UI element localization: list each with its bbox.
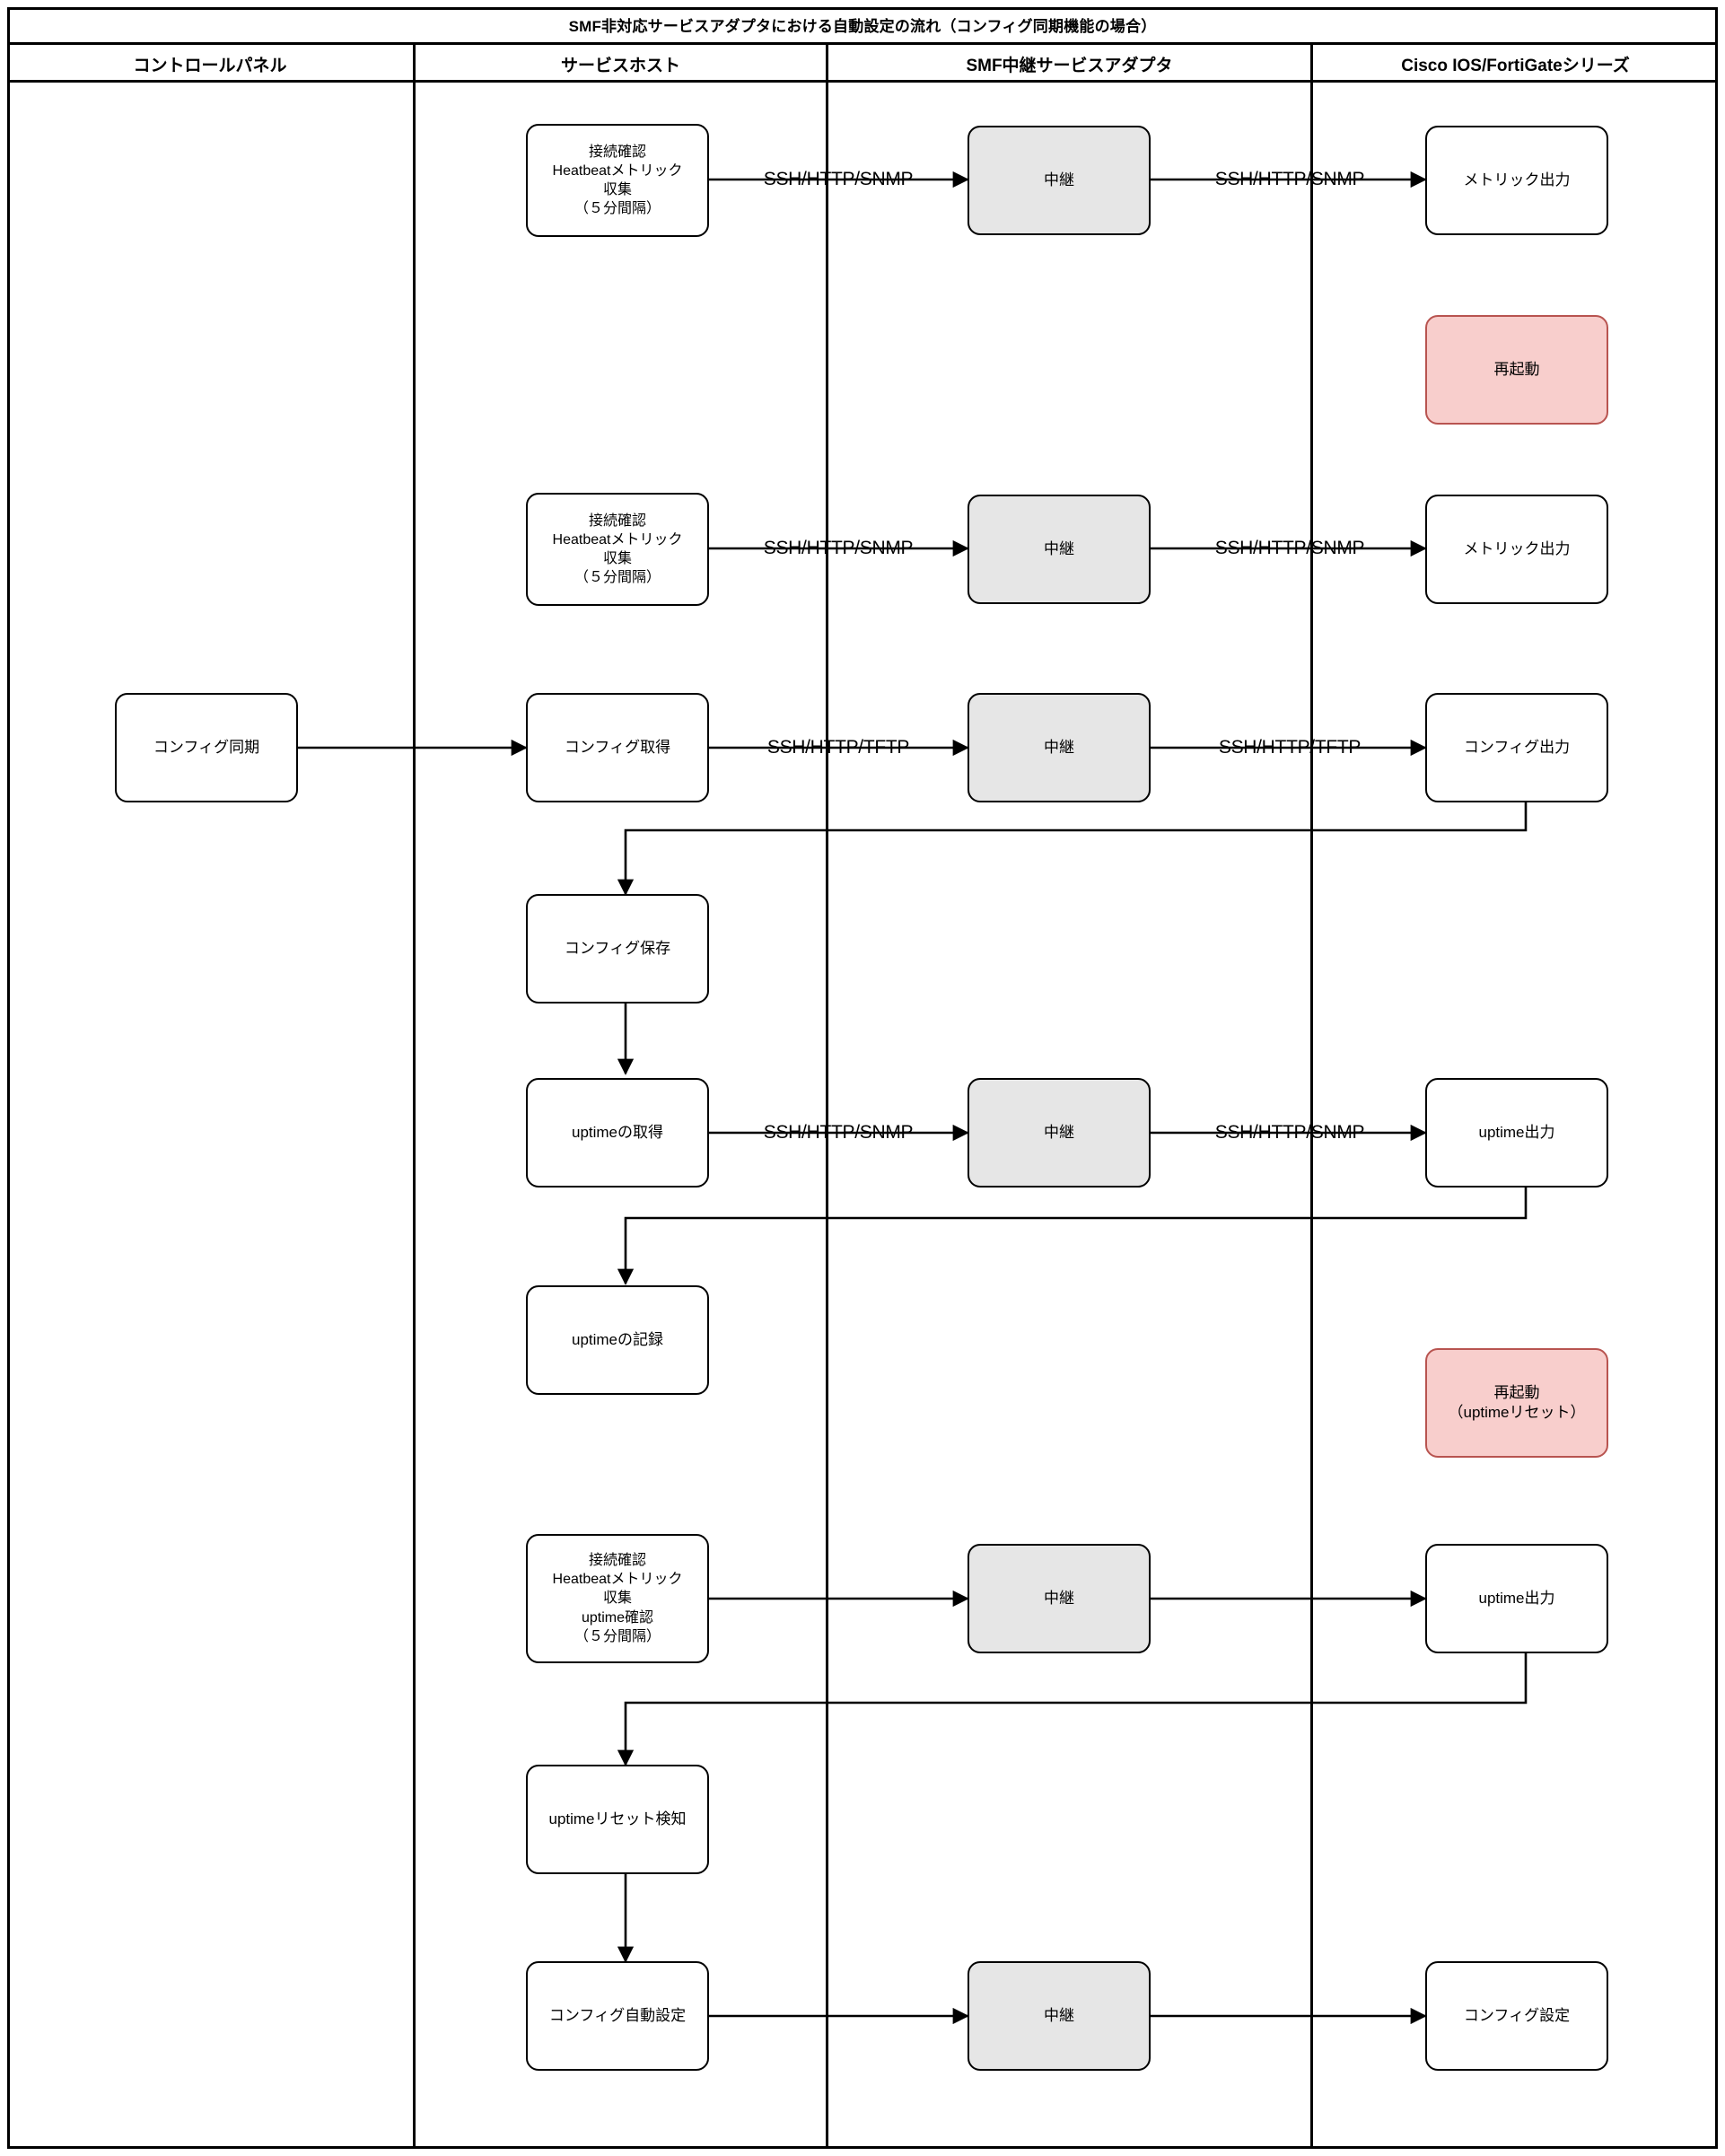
lane-header-service-host: サービスホスト bbox=[416, 45, 826, 83]
node-metric-output-2[interactable]: メトリック出力 bbox=[1425, 495, 1608, 604]
node-label: メトリック出力 bbox=[1463, 171, 1571, 188]
node-label: uptimeの記録 bbox=[571, 1330, 664, 1348]
node-label: 中継 bbox=[1044, 2006, 1074, 2024]
node-config-output[interactable]: コンフィグ出力 bbox=[1425, 693, 1608, 802]
node-label: uptime出力 bbox=[1478, 1123, 1555, 1141]
node-config-sync[interactable]: コンフィグ同期 bbox=[115, 693, 298, 802]
node-label: コンフィグ出力 bbox=[1463, 738, 1571, 756]
edge-label-hb2-relay: SSH/HTTP/SNMP bbox=[763, 538, 914, 558]
node-label: コンフィグ自動設定 bbox=[548, 2006, 687, 2024]
lane-header-cisco-fortigate: Cisco IOS/FortiGateシリーズ bbox=[1313, 45, 1718, 83]
node-label: コンフィグ取得 bbox=[564, 738, 671, 756]
lane-header-control-panel: コントロールパネル bbox=[7, 45, 413, 83]
node-label: 中継 bbox=[1044, 738, 1074, 756]
node-label: コンフィグ同期 bbox=[153, 738, 260, 756]
diagram-title-bar: SMF非対応サービスアダプタにおける自動設定の流れ（コンフィグ同期機能の場合） bbox=[7, 7, 1718, 45]
edge-label-uptime-relay: SSH/HTTP/SNMP bbox=[763, 1122, 914, 1143]
node-uptime-get[interactable]: uptimeの取得 bbox=[526, 1078, 709, 1188]
lane-divider-3 bbox=[1310, 45, 1313, 2149]
node-label: uptimeリセット検知 bbox=[548, 1810, 687, 1827]
lane-header-label: Cisco IOS/FortiGateシリーズ bbox=[1401, 56, 1630, 75]
node-label: 再起動 （uptimeリセット） bbox=[1448, 1383, 1586, 1421]
edge-label-relay4-out: SSH/HTTP/SNMP bbox=[1214, 1122, 1365, 1143]
lane-header-label: サービスホスト bbox=[560, 56, 680, 75]
node-relay-4[interactable]: 中継 bbox=[968, 1078, 1151, 1188]
node-label: 接続確認 Heatbeatメトリック 収集 uptime確認 （５分間隔） bbox=[552, 1553, 683, 1644]
node-relay-2[interactable]: 中継 bbox=[968, 495, 1151, 604]
node-uptime-output-1[interactable]: uptime出力 bbox=[1425, 1078, 1608, 1188]
node-config-autoset[interactable]: コンフィグ自動設定 bbox=[526, 1961, 709, 2071]
node-reboot-1[interactable]: 再起動 bbox=[1425, 315, 1608, 425]
node-label: 中継 bbox=[1044, 1123, 1074, 1141]
node-heartbeat-collect-2[interactable]: 接続確認 Heatbeatメトリック 収集 （５分間隔） bbox=[526, 493, 709, 606]
node-label: コンフィグ保存 bbox=[564, 939, 671, 957]
edge-label-relay1-metric: SSH/HTTP/SNMP bbox=[1214, 169, 1365, 189]
node-label: 中継 bbox=[1044, 171, 1074, 188]
node-relay-1[interactable]: 中継 bbox=[968, 126, 1151, 235]
node-label: 接続確認 Heatbeatメトリック 収集 （５分間隔） bbox=[552, 144, 683, 217]
lane-header-label: コントロールパネル bbox=[133, 56, 287, 75]
edge-label-fetch-relay: SSH/HTTP/TFTP bbox=[766, 737, 910, 758]
node-heartbeat-collect-3[interactable]: 接続確認 Heatbeatメトリック 収集 uptime確認 （５分間隔） bbox=[526, 1534, 709, 1663]
node-label: 中継 bbox=[1044, 1589, 1074, 1607]
node-relay-6[interactable]: 中継 bbox=[968, 1961, 1151, 2071]
node-label: 接続確認 Heatbeatメトリック 収集 （５分間隔） bbox=[552, 513, 683, 586]
page-title: SMF非対応サービスアダプタにおける自動設定の流れ（コンフィグ同期機能の場合） bbox=[568, 18, 1157, 35]
lane-divider-1 bbox=[413, 45, 416, 2149]
node-uptime-record[interactable]: uptimeの記録 bbox=[526, 1285, 709, 1395]
node-heartbeat-collect-1[interactable]: 接続確認 Heatbeatメトリック 収集 （５分間隔） bbox=[526, 124, 709, 237]
node-label: コンフィグ設定 bbox=[1463, 2006, 1571, 2024]
node-label: 中継 bbox=[1044, 539, 1074, 557]
diagram-frame bbox=[7, 7, 1718, 2149]
node-reboot-2-uptime-reset[interactable]: 再起動 （uptimeリセット） bbox=[1425, 1348, 1608, 1458]
node-uptime-reset-detect[interactable]: uptimeリセット検知 bbox=[526, 1765, 709, 1874]
node-metric-output-1[interactable]: メトリック出力 bbox=[1425, 126, 1608, 235]
node-uptime-output-2[interactable]: uptime出力 bbox=[1425, 1544, 1608, 1653]
node-config-set[interactable]: コンフィグ設定 bbox=[1425, 1961, 1608, 2071]
lane-header-row: コントロールパネル サービスホスト SMF中継サービスアダプタ Cisco IO… bbox=[7, 45, 1718, 83]
node-label: uptimeの取得 bbox=[571, 1123, 664, 1141]
lane-header-label: SMF中継サービスアダプタ bbox=[966, 56, 1173, 75]
lane-header-smf-relay-adapter: SMF中継サービスアダプタ bbox=[828, 45, 1310, 83]
edge-label-hb1-relay: SSH/HTTP/SNMP bbox=[763, 169, 914, 189]
lane-divider-2 bbox=[826, 45, 828, 2149]
edge-label-relay2-metric: SSH/HTTP/SNMP bbox=[1214, 538, 1365, 558]
node-relay-5[interactable]: 中継 bbox=[968, 1544, 1151, 1653]
node-config-fetch[interactable]: コンフィグ取得 bbox=[526, 693, 709, 802]
node-label: 再起動 bbox=[1493, 360, 1540, 378]
node-relay-3[interactable]: 中継 bbox=[968, 693, 1151, 802]
node-label: uptime出力 bbox=[1478, 1589, 1555, 1607]
node-config-save[interactable]: コンフィグ保存 bbox=[526, 894, 709, 1004]
node-label: メトリック出力 bbox=[1463, 539, 1571, 557]
edge-label-relay3-out: SSH/HTTP/TFTP bbox=[1218, 737, 1362, 758]
